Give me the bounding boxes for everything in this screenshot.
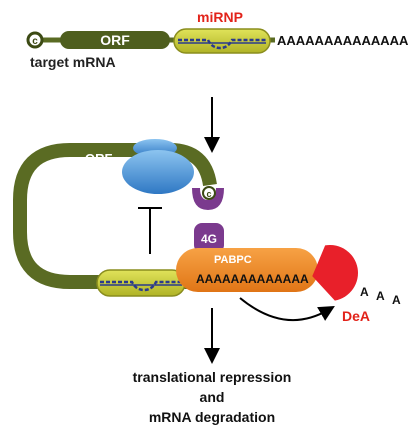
- released-a-3: A: [392, 293, 401, 307]
- pabpc-label: PABPC: [214, 254, 252, 266]
- loop-cap-circle: [202, 186, 216, 200]
- released-a-1: A: [360, 285, 369, 299]
- outcome-line-2: and: [200, 389, 225, 405]
- polya-tail-label: AAAAAAAAAAAAAA: [277, 33, 409, 48]
- orf-region: [60, 31, 170, 49]
- loop-mirnp-complex: [96, 269, 186, 297]
- cap-circle: [26, 31, 44, 49]
- eif4g-label: 4G: [201, 232, 217, 246]
- looped-mrna: [13, 143, 217, 289]
- eif4e-protein: [192, 188, 224, 210]
- loop-cap-label: c: [206, 189, 211, 199]
- closed-loop-complex: ORF c 4E 4G PABPC AAAAAAAAAAAAA DeA A: [13, 139, 401, 324]
- eif4e-label: 4E: [203, 212, 216, 224]
- deadenylation-arrow: [239, 297, 335, 321]
- target-mrna: c ORF miRNP AAAAAAAAAAAAAA target mRNA: [26, 9, 409, 70]
- cap-label: c: [32, 36, 38, 47]
- released-a-2: A: [376, 289, 385, 303]
- loop-orf-label: ORF: [85, 151, 113, 166]
- orf-label: ORF: [100, 32, 130, 48]
- mirnp-complex: [173, 28, 271, 54]
- loop-polya-label: AAAAAAAAAAAAA: [196, 272, 309, 286]
- target-mrna-label: target mRNA: [30, 54, 116, 70]
- dea-label: DeA: [342, 308, 370, 324]
- outcome-line-3: mRNA degradation: [149, 409, 275, 425]
- mirnp-label: miRNP: [197, 9, 243, 25]
- pabpc-protein: [176, 248, 318, 292]
- deadenylase-enzyme: [312, 245, 358, 301]
- eif4g-protein: [194, 223, 224, 253]
- ribosome: [122, 139, 194, 194]
- outcome-line-1: translational repression: [133, 369, 292, 385]
